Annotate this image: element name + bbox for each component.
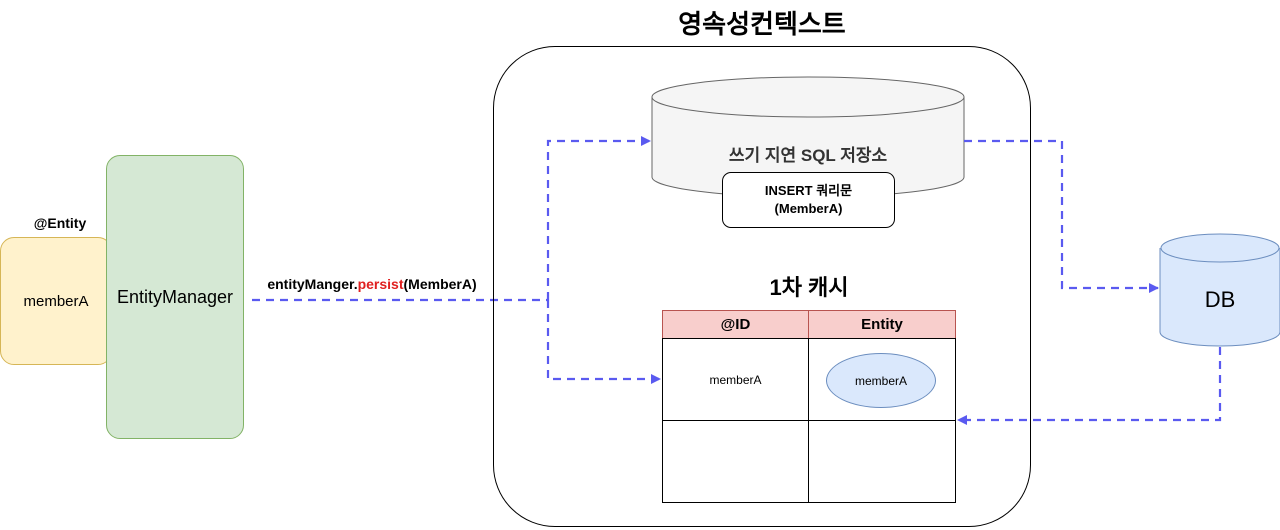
member-entity-label: memberA [23, 292, 89, 310]
member-entity-box: memberA [0, 237, 112, 365]
persistence-context-box [493, 46, 1031, 527]
entity-annotation-label: @Entity [33, 215, 87, 231]
persist-method: persist [357, 276, 404, 292]
first-cache-title: 1차 캐시 [769, 275, 849, 300]
write-store-label: 쓰기 지연 SQL 저장소 [728, 145, 888, 165]
insert-query-line1: INSERT 쿼리문 [764, 183, 853, 198]
cached-entity-value: memberA [854, 373, 907, 388]
db-cylinder [1159, 233, 1280, 347]
insert-query-box: INSERT 쿼리문 (MemberA) [722, 172, 895, 228]
db-label: DB [1204, 287, 1236, 312]
cache-header-id: @ID [662, 310, 809, 339]
insert-query-line2: (MemberA) [774, 201, 843, 216]
arrow-to-write-store [546, 136, 651, 300]
entity-manager-label: EntityManager [116, 286, 234, 307]
cache-id-value: memberA [709, 372, 762, 387]
cache-cell-id: memberA [662, 338, 809, 421]
entity-manager-box: EntityManager [106, 155, 244, 439]
persist-call-label: entityManger.persist(MemberA) [252, 273, 492, 295]
cache-cell-entity-empty [808, 420, 956, 503]
cache-header-entity: Entity [808, 310, 956, 339]
persistence-context-title: 영속성컨텍스트 [678, 8, 846, 39]
arrow-db-to-cache [957, 347, 1222, 425]
cached-entity-ellipse: memberA [826, 353, 936, 408]
cache-cell-id-empty [662, 420, 809, 503]
persist-suffix: (MemberA) [403, 276, 477, 292]
arrow-store-to-db [964, 139, 1159, 293]
persist-prefix: entityManger. [267, 276, 358, 292]
